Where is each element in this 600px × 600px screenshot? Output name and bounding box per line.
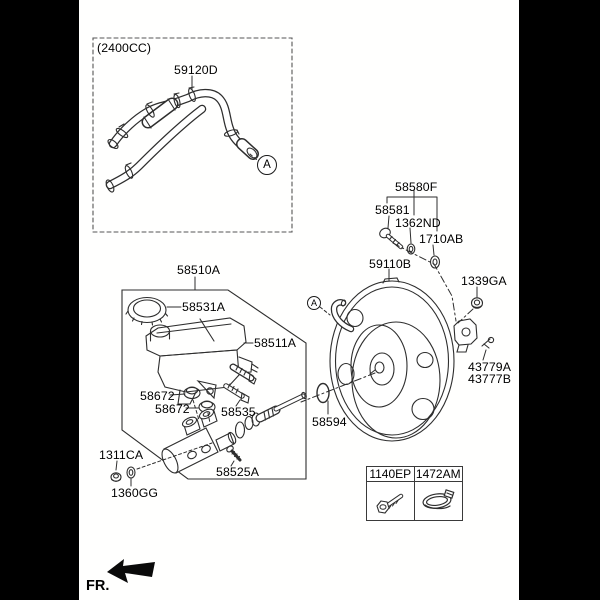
part-label-58581: 58581 <box>375 203 410 217</box>
legend-icon-row <box>367 482 462 520</box>
fr-direction-label: FR. <box>86 578 110 594</box>
nut-drawing-1311ca <box>110 472 122 482</box>
legend-header-row: 1140EP 1472AM <box>367 467 462 482</box>
booster-drawing <box>329 277 455 442</box>
part-label-58531a: 58531A <box>182 300 225 314</box>
oring-drawing <box>316 382 330 404</box>
screw-drawing-58525a <box>226 445 242 462</box>
bolt-icon <box>376 493 404 514</box>
legend-cell-clamp <box>415 482 463 520</box>
washer-drawing-1360gg <box>126 466 136 479</box>
part-label-58594: 58594 <box>312 415 347 429</box>
fr-direction-arrow-icon <box>107 559 155 583</box>
inset-box-outline <box>92 37 293 233</box>
part-label-58525a: 58525A <box>216 465 259 479</box>
reservoir-pin-drawing <box>223 383 250 404</box>
part-label-59120d: 59120D <box>174 63 218 77</box>
legend-part-1472am: 1472AM <box>415 467 461 481</box>
engine-variant-label: (2400CC) <box>97 41 152 55</box>
part-label-58510a: 58510A <box>177 263 220 277</box>
hose-clamp-icon <box>422 489 455 510</box>
bolt-drawing-58581 <box>379 227 404 250</box>
hose-assembly-drawing <box>105 86 259 193</box>
leader-lines <box>115 75 487 487</box>
part-label-59110b: 59110B <box>369 257 412 271</box>
part-label-58535: 58535 <box>221 405 256 419</box>
part-label-58672-lower: 58672 <box>155 402 190 416</box>
master-group-box-outline <box>121 289 307 480</box>
part-label-1360gg: 1360GG <box>111 486 159 500</box>
pushrod-drawing <box>244 382 330 431</box>
nut-drawing-1339ga <box>470 297 484 309</box>
part-label-1339ga: 1339GA <box>461 274 507 288</box>
reservoir-drawing <box>145 317 259 405</box>
mounting-bracket-drawing <box>453 318 478 353</box>
legend-table: 1140EP 1472AM <box>366 466 463 521</box>
part-label-1311ca: 1311CA <box>99 448 144 462</box>
marker-letter: A <box>263 159 271 171</box>
legend-cell-bolt <box>367 482 415 520</box>
callout-marker-a-booster: A <box>307 296 321 310</box>
reservoir-cap-drawing <box>125 296 169 326</box>
callout-marker-a-inset: A <box>257 155 277 175</box>
part-label-1710ab: 1710AB <box>419 232 464 246</box>
part-label-43777b: 43777B <box>468 372 511 386</box>
pin-drawing-43779a <box>481 336 495 349</box>
part-label-43779a: 43779A <box>468 360 511 374</box>
legend-part-1140ep: 1140EP <box>367 467 415 481</box>
washer-drawing-1362nd <box>406 243 416 255</box>
part-label-58580f: 58580F <box>395 180 438 194</box>
part-label-1362nd: 1362ND <box>395 216 441 230</box>
marker-letter: A <box>310 298 317 308</box>
part-label-58511a: 58511A <box>254 336 297 350</box>
part-label-58672-upper: 58672 <box>140 389 175 403</box>
